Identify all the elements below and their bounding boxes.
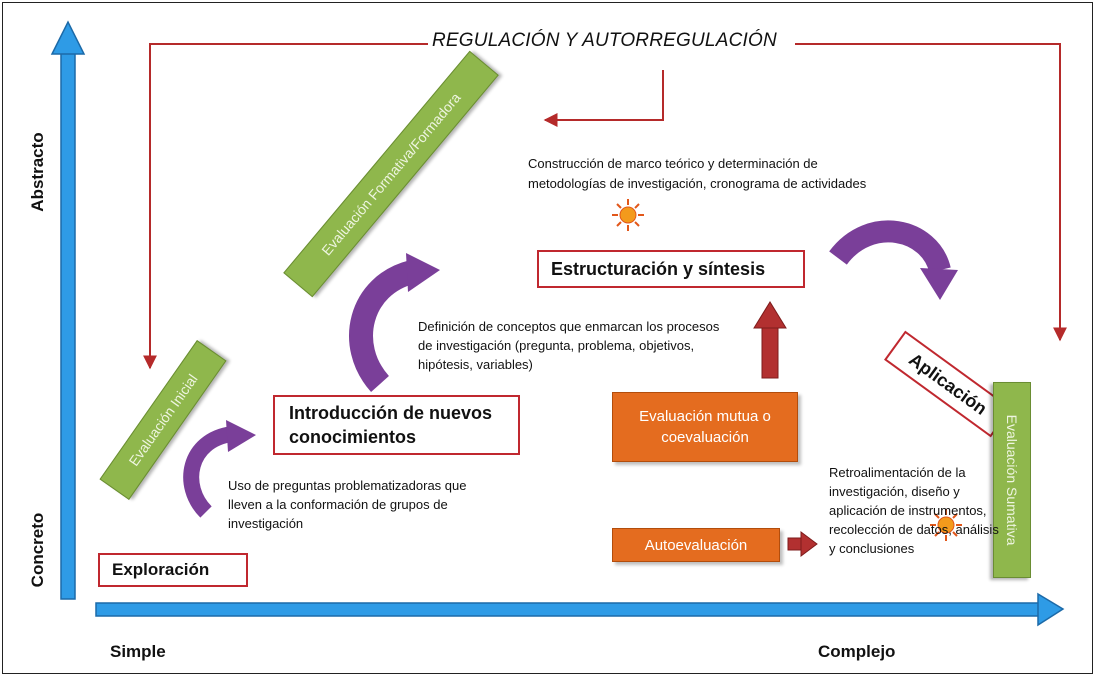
evaluacion-mutua-label: Evaluación mutua o coevaluación xyxy=(639,408,771,446)
autoevaluacion-box: Autoevaluación xyxy=(612,528,780,562)
horizontal-axis-arrow xyxy=(95,592,1065,627)
stage-estructuracion-label: Estructuración y síntesis xyxy=(551,258,766,279)
axis-label-concreto: Concreto xyxy=(28,512,47,588)
curved-arrow-introduccion xyxy=(349,253,440,393)
evaluacion-mutua-box: Evaluación mutua o coevaluación xyxy=(612,392,798,462)
up-arrow-to-estructuracion xyxy=(753,301,787,379)
right-arrow-autoevaluacion xyxy=(787,531,818,557)
sun-icon xyxy=(930,509,962,541)
sun-icon xyxy=(612,199,644,231)
curved-arrow-estructuracion xyxy=(829,220,958,300)
description-retro: Retroalimentación de la investigación, d… xyxy=(829,465,999,556)
description-marco: Construcción de marco teórico y determin… xyxy=(528,156,867,191)
stage-exploracion-label: Exploración xyxy=(112,560,210,579)
autoevaluacion-label: Autoevaluación xyxy=(644,536,748,554)
vertical-axis-arrow xyxy=(50,20,86,600)
axis-label-simple: Simple xyxy=(110,642,166,661)
regulation-arrows xyxy=(143,43,1067,370)
stage-introduccion-label: Introducción de nuevos conocimientos xyxy=(289,403,493,447)
description-preguntas: Uso de preguntas problematizadoras que l… xyxy=(228,478,467,531)
stage-exploracion: Exploración xyxy=(98,553,248,587)
curved-arrow-exploracion xyxy=(183,420,256,518)
axis-label-abstracto: Abstracto xyxy=(28,132,47,212)
stage-introduccion: Introducción de nuevos conocimientos xyxy=(273,395,520,455)
axis-label-complejo: Complejo xyxy=(818,642,896,661)
description-conceptos: Definición de conceptos que enmarcan los… xyxy=(418,319,720,372)
stage-estructuracion: Estructuración y síntesis xyxy=(537,250,805,288)
evaluacion-sumativa-label: Evaluación Sumativa xyxy=(1004,414,1020,546)
regulation-title: REGULACIÓN Y AUTORREGULACIÓN xyxy=(432,30,777,51)
